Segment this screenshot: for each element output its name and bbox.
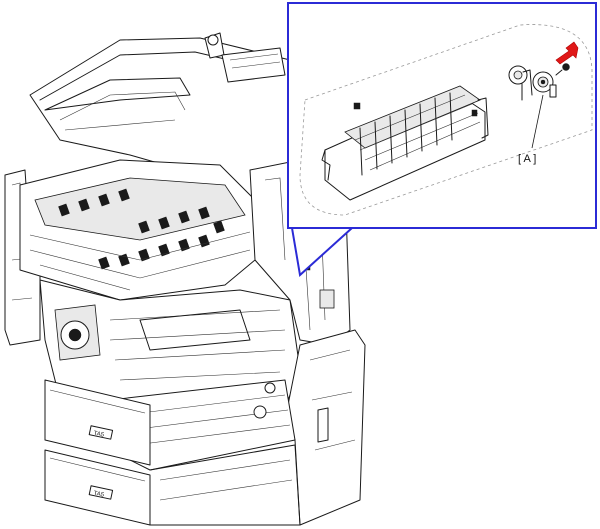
printer-base: [149, 444, 301, 526]
tray-1-label-plate: [88, 425, 114, 440]
paper-tray-1: [44, 379, 151, 466]
label-leader-line: [531, 94, 544, 149]
top-mount-parts: [204, 32, 286, 83]
red-arrow-icon: [555, 41, 579, 65]
tray-1-label: TA5: [93, 431, 105, 439]
detail-dashed-outline: [299, 24, 593, 216]
detail-callout: [ A ]: [287, 2, 597, 277]
tray-2-label-plate: [88, 485, 114, 500]
gear-icon: [508, 65, 533, 101]
fuser-ribs: [359, 92, 453, 176]
paddle-roller-top: [34, 177, 246, 241]
e-ring-clip: [555, 63, 570, 76]
printer-assembly: TA5 TA5: [4, 37, 366, 526]
cabinet-handle: [317, 407, 329, 443]
gear-a: [532, 71, 557, 98]
tray-2-label: TA5: [93, 491, 105, 499]
fuser-unit: [321, 85, 489, 201]
callout-label-a: [ A ]: [518, 153, 536, 165]
paddle-row: [58, 188, 225, 270]
